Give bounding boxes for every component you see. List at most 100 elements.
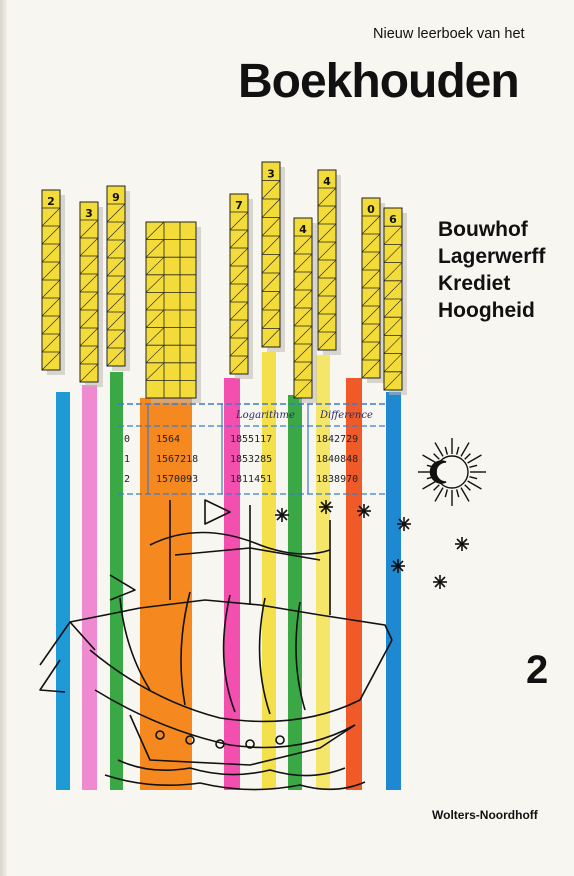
star-icon <box>392 560 404 572</box>
sun-ray <box>426 475 435 480</box>
rod-diagonal <box>383 353 403 373</box>
rod-diagonal <box>293 361 313 381</box>
color-stripe <box>110 372 123 790</box>
rod-diagonal <box>317 331 337 351</box>
table-cell: 1855117 <box>230 434 272 445</box>
rod-digit: 3 <box>85 207 93 220</box>
rod-diagonal <box>383 371 403 391</box>
rod-diagonal <box>79 363 99 383</box>
author-name: Lagerwerff <box>438 245 546 268</box>
rod-diagonal <box>361 341 381 361</box>
moon-crescent <box>429 460 447 484</box>
rod-digit: 7 <box>235 199 243 212</box>
sun-ray <box>434 442 444 457</box>
board-diagonal <box>145 309 165 328</box>
rod-diagonal <box>261 180 281 200</box>
rod-diagonal <box>383 280 403 300</box>
rod-diagonal <box>361 359 381 379</box>
rod-diagonal <box>229 247 249 267</box>
rod-diagonal <box>106 329 126 349</box>
rod-diagonal <box>361 251 381 271</box>
rod-digit: 3 <box>267 168 275 181</box>
rod-diagonal <box>383 244 403 263</box>
star-icon <box>320 501 332 513</box>
rod-diagonal <box>317 223 337 243</box>
rod-diagonal <box>41 315 61 335</box>
rod-digit: 2 <box>47 195 55 208</box>
rod-diagonal <box>106 203 126 223</box>
volume-number: 2 <box>526 648 549 692</box>
table-cell: 1811451 <box>230 474 272 485</box>
star-icon <box>434 576 446 588</box>
rod-diagonal <box>293 289 313 309</box>
rod-diagonal <box>261 235 281 255</box>
rod-diagonal <box>106 257 126 277</box>
rod-diagonal <box>229 319 249 339</box>
rod-diagonal <box>261 254 281 274</box>
table-cell: 1 <box>124 454 130 465</box>
rod-digit: 0 <box>367 203 375 216</box>
author-name: Hoogheid <box>438 299 535 322</box>
sun-ray <box>467 480 482 490</box>
rod-diagonal <box>106 221 126 241</box>
star-icon <box>456 538 468 550</box>
rod-diagonal <box>293 235 313 255</box>
rod-diagonal <box>41 261 61 281</box>
sailing-ship-icon <box>39 499 393 791</box>
rod-digit: 6 <box>389 213 397 226</box>
rod-diagonal <box>41 297 61 317</box>
rod-diagonal <box>361 215 381 235</box>
rod-diagonal <box>229 211 249 231</box>
sun-ray <box>433 453 440 460</box>
rod-diagonal <box>293 379 313 399</box>
board-diagonal <box>145 362 165 381</box>
rod-diagonal <box>261 291 281 311</box>
sun-ray <box>444 489 449 498</box>
rod-diagonal <box>383 298 403 318</box>
color-stripe <box>140 398 192 790</box>
rod-digit: 4 <box>323 175 331 188</box>
rod-diagonal <box>317 313 337 333</box>
rod-diagonal <box>41 333 61 353</box>
color-stripe <box>346 378 362 790</box>
rod-diagonal <box>229 355 249 375</box>
rod-diagonal <box>293 307 313 327</box>
rod-diagonal <box>79 219 99 239</box>
author-name: Bouwhof <box>438 218 528 241</box>
rod-diagonal <box>229 265 249 285</box>
rod-diagonal <box>79 327 99 347</box>
rod-diagonal <box>79 291 99 311</box>
sun-ray <box>460 487 470 502</box>
rod-diagonal <box>261 198 281 218</box>
table-cell: 0 <box>124 434 130 445</box>
sun-ray <box>464 453 471 460</box>
rod-diagonal <box>106 347 126 367</box>
star-icon <box>358 505 370 517</box>
rod-diagonal <box>106 293 126 313</box>
rod-diagonal <box>293 271 313 291</box>
rod-diagonal <box>41 279 61 299</box>
rod-diagonal <box>229 283 249 303</box>
rod-diagonal <box>41 351 61 371</box>
rod-diagonal <box>41 207 61 227</box>
sun-moon-icon <box>418 438 486 506</box>
rod-digit: 9 <box>112 191 120 204</box>
table-cell: 1842729 <box>316 434 358 445</box>
rod-diagonal <box>383 262 403 282</box>
rod-diagonal <box>383 316 403 336</box>
rod-diagonal <box>317 241 337 261</box>
rod-diagonal <box>79 273 99 293</box>
rod-diagonal <box>261 217 281 237</box>
sun-ray <box>433 484 440 491</box>
rod-diagonal <box>317 205 337 225</box>
table-cell: 1564 <box>156 434 180 445</box>
color-stripe <box>386 392 401 790</box>
table-header-diff: Difference <box>319 410 373 421</box>
rod-diagonal <box>106 239 126 259</box>
color-stripe <box>316 355 330 790</box>
rod-diagonal <box>261 309 281 329</box>
